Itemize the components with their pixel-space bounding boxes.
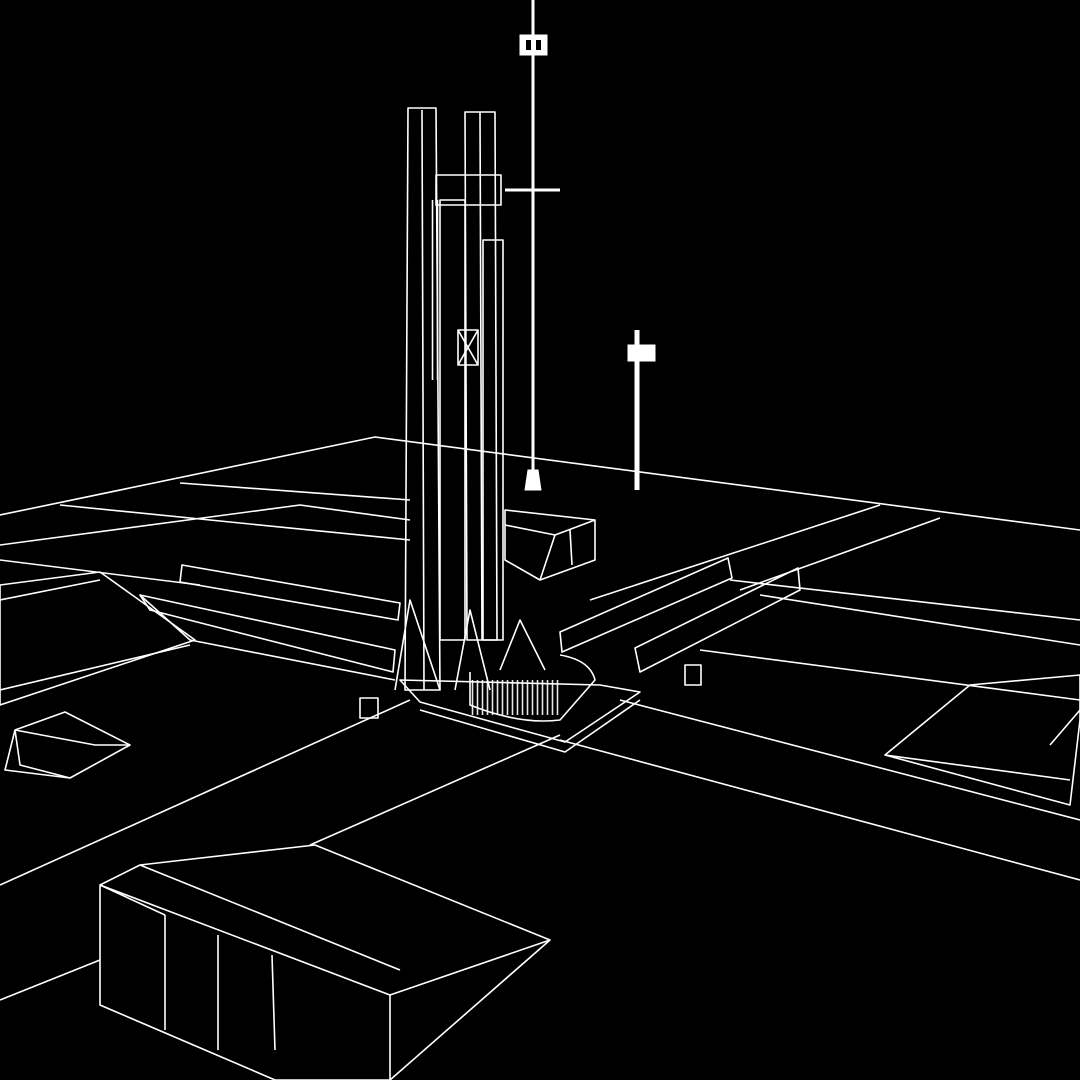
building-top-left (0, 571, 196, 706)
launch-tower (394, 107, 546, 691)
ground-grid (0, 436, 1080, 1001)
main-mast (505, 0, 560, 491)
building-small-left (4, 711, 131, 779)
building-bottom (99, 844, 551, 1080)
railings (139, 557, 801, 719)
pad-box (504, 509, 596, 581)
platform (399, 654, 641, 753)
building-right (884, 674, 1080, 806)
secondary-mast (627, 330, 656, 490)
